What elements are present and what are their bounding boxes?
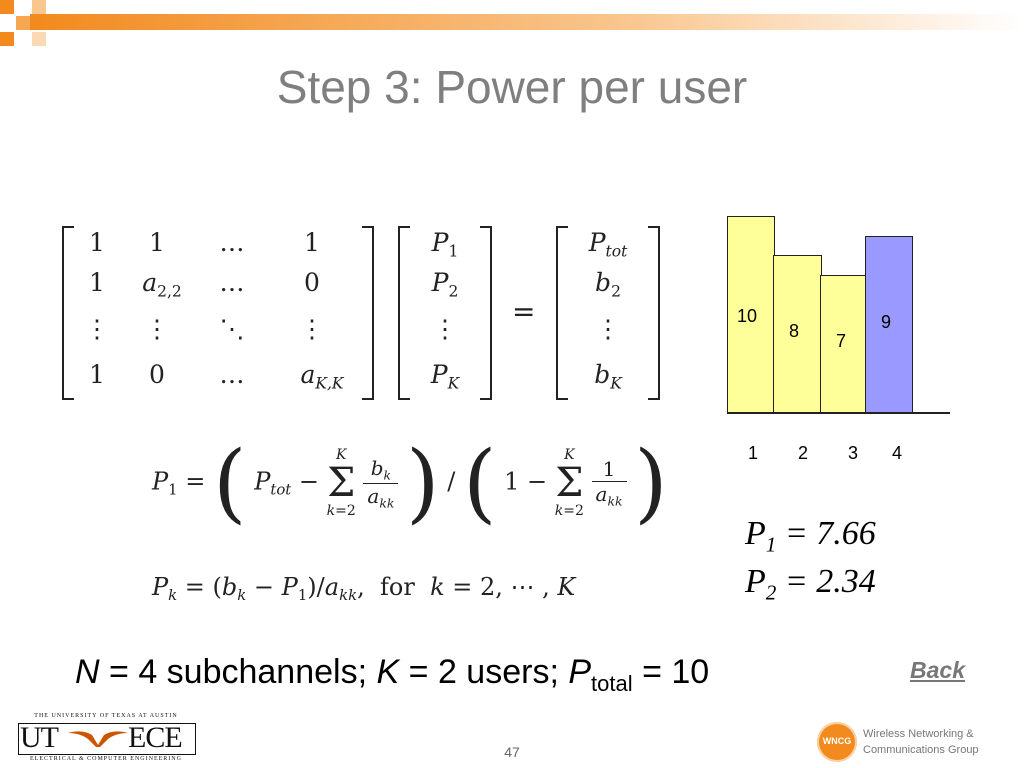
vector-p-right-bracket (480, 226, 492, 400)
bar-data-label: 7 (836, 331, 847, 352)
matrix-cell: … (219, 360, 245, 389)
vector-rhs-cell: ⋮ (595, 314, 621, 343)
vector-p: P1 P2 ⋮ PK (398, 226, 492, 400)
k-symbol: K (376, 653, 400, 691)
ut-ece-logo: THE UNIVERSITY OF TEXAS AT AUSTIN UT ECE… (16, 713, 196, 763)
wncg-badge-text: WNCG (822, 736, 852, 746)
n-symbol: N (75, 653, 100, 691)
matrix-a-right-bracket (362, 226, 374, 400)
page-number: 47 (504, 744, 520, 760)
wncg-badge-icon (817, 722, 857, 762)
matrix-cell: 1 (89, 228, 105, 257)
matrix-cell: ⋱ (219, 314, 245, 343)
ut-logo-box (18, 723, 196, 755)
x-tick-label: 3 (848, 443, 859, 463)
p-text: = 10 (642, 653, 710, 691)
matrix-cell: 0 (304, 268, 320, 297)
matrix-cell: a2,2 (142, 268, 182, 301)
result-p2-sub: 2 (765, 580, 777, 605)
p-subscript: total (591, 671, 633, 696)
back-link[interactable]: Back (910, 657, 965, 683)
bar-3 (820, 275, 867, 413)
wncg-line-1: Wireless Networking & (863, 728, 974, 740)
matrix-cell: 1 (89, 268, 105, 297)
vector-rhs-cell: b2 (595, 268, 621, 301)
result-p2-value: = 2.34 (784, 563, 876, 600)
header-square-4 (32, 0, 46, 14)
x-tick-label: 1 (748, 443, 759, 463)
ut-logo-bottom-text: ELECTRICAL & COMPUTER ENGINEERING (30, 756, 182, 762)
vector-rhs: Ptot b2 ⋮ bK (556, 226, 660, 400)
matrix-cell: ⋮ (144, 314, 170, 343)
ut-logo-right: ECE (128, 721, 183, 754)
wncg-line-2: Communications Group (863, 744, 979, 756)
matrix-cell: 1 (149, 228, 165, 257)
vector-rhs-cell: Ptot (588, 228, 628, 261)
bar-data-label: 8 (789, 321, 800, 342)
matrix-cell: aK,K (300, 360, 344, 393)
result-p2-symbol: P (745, 563, 766, 600)
result-p1-value: = 7.66 (784, 515, 876, 552)
vector-p-cell: P1 (431, 228, 459, 261)
result-p1-symbol: P (745, 515, 766, 552)
vector-p-left-bracket (398, 226, 410, 400)
matrix-cell: 0 (149, 360, 165, 389)
matrix-cell: … (219, 228, 245, 257)
longhorn-icon (68, 731, 128, 747)
header-square-5 (32, 32, 46, 46)
vector-rhs-left-bracket (556, 226, 568, 400)
k-text: = 2 users; (408, 653, 559, 691)
x-tick-label: 4 (892, 443, 903, 463)
wncg-logo: WNCG Wireless Networking & Communication… (815, 720, 1005, 764)
matrix-cell: … (219, 268, 245, 297)
result-p1: P1 = 7.66 (745, 515, 876, 557)
vector-p-cell: ⋮ (432, 314, 458, 343)
matrix-a-left-bracket (62, 226, 74, 400)
result-p2: P2 = 2.34 (745, 563, 876, 605)
ut-logo-left: UT (20, 721, 59, 754)
matrix-cell: 1 (304, 228, 320, 257)
result-p1-sub: 1 (765, 532, 777, 557)
matrix-cell: ⋮ (84, 314, 110, 343)
for-text: for (379, 573, 415, 601)
chart-baseline (727, 412, 950, 414)
matrix-a: 1 1 … 1 1 a2,2 … 0 ⋮ ⋮ ⋱ ⋮ 1 0 … aK,K (62, 226, 374, 400)
bar-data-label: 10 (737, 306, 758, 326)
vector-p-cell: P2 (431, 268, 459, 301)
header-square-1 (0, 0, 14, 14)
vector-p-cell: PK (430, 360, 460, 393)
vector-rhs-right-bracket (648, 226, 660, 400)
x-tick-label: 2 (798, 443, 809, 463)
vector-rhs-cell: bK (594, 360, 622, 393)
n-text: = 4 subchannels; (109, 653, 368, 691)
parameters-summary: N = 4 subchannels; K = 2 users; Ptotal =… (75, 653, 709, 697)
matrix-cell: 1 (89, 360, 105, 389)
header-square-2 (16, 16, 30, 30)
equals-sign: = (512, 295, 536, 328)
ut-logo-top-text: THE UNIVERSITY OF TEXAS AT AUSTIN (34, 713, 178, 719)
header-gradient-bar (30, 14, 1024, 30)
bar-1 (727, 216, 775, 413)
p-symbol: P (568, 653, 592, 691)
bar-4 (865, 235, 913, 413)
bar-data-label: 9 (881, 311, 892, 332)
matrix-cell: ⋮ (299, 314, 325, 343)
header-square-3 (0, 32, 14, 46)
slide-title: Step 3: Power per user (276, 61, 748, 113)
formula-pk: Pk = (bk − P1)/akk, for k = 2, ⋯ , K (152, 573, 576, 605)
